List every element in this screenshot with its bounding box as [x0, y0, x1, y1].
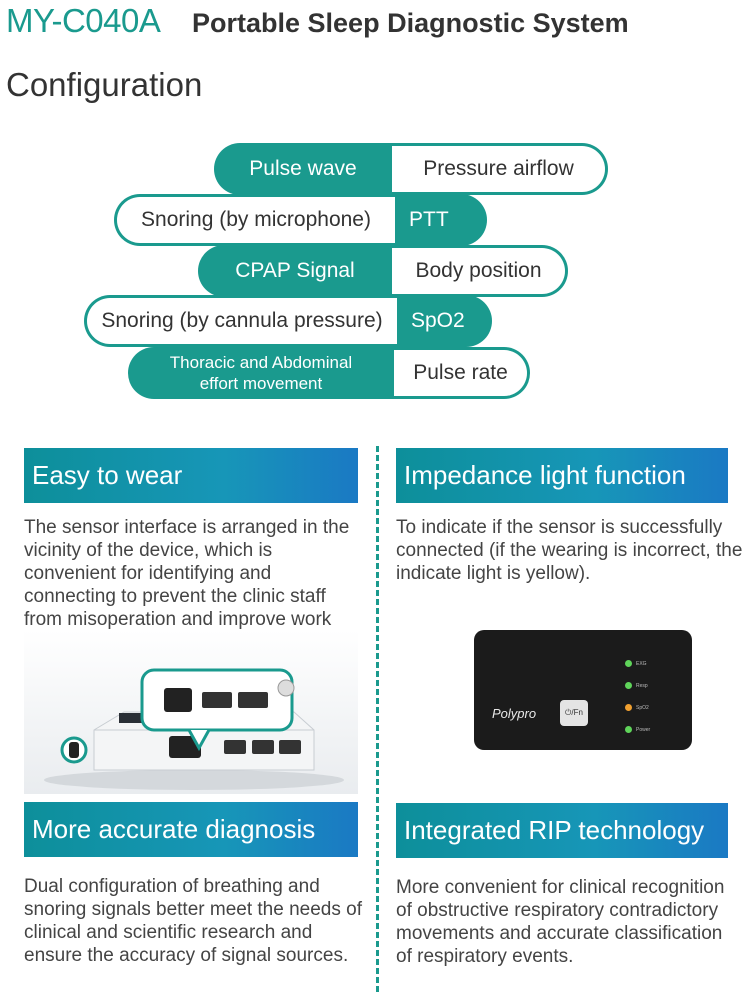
accurate-diagnosis-text: Dual configuration of breathing and snor… — [24, 876, 362, 966]
config-outline-pill: Snoring (by cannula pressure) — [84, 295, 397, 347]
snoring-paren: ) — [363, 208, 371, 231]
spo2-led-label: SpO2 — [636, 705, 649, 711]
power-led-label: Power — [636, 727, 651, 733]
impedance-title: Impedance light function — [404, 460, 686, 490]
column-divider — [376, 446, 379, 992]
config-row-2: Snoring (by microphone) PTT — [114, 194, 487, 246]
pulse-rate-label: Pulse rate — [413, 361, 508, 384]
resp-led-label: Resp — [636, 683, 648, 689]
accurate-diagnosis-title: More accurate diagnosis — [32, 814, 316, 844]
pressure-airflow-label: Pressure airflow — [423, 157, 574, 180]
power-fn-button: ⏻/Fn — [560, 700, 588, 726]
impedance-banner: Impedance light function — [396, 448, 728, 503]
pulse-wave-label: Pulse wave — [249, 157, 357, 180]
config-row-1: Pulse wave Pressure airflow — [214, 143, 608, 195]
snoring-label: Snoring (by microphone) — [141, 208, 371, 232]
panel-brand: Polypro — [492, 706, 537, 721]
config-filled-pill: Thoracic and Abdominal effort movement — [128, 347, 394, 399]
accurate-diagnosis-banner: More accurate diagnosis — [24, 802, 358, 857]
config-outline-pill: Snoring (by microphone) — [114, 194, 395, 246]
device-photo — [24, 630, 358, 794]
status-panel-photo: Polypro ⏻/Fn EXG Resp SpO2 Power — [474, 630, 692, 750]
config-outline-pill: Pulse rate — [394, 347, 530, 399]
snoring-text: Snoring ( — [141, 208, 227, 231]
resp-led — [625, 682, 632, 689]
configuration-title: Configuration — [6, 66, 203, 103]
easy-to-wear-text: The sensor interface is arranged in the … — [24, 517, 350, 653]
rip-technology-text: More convenient for clinical recognition… — [396, 877, 725, 967]
snoring-source: by microphone — [226, 208, 364, 231]
config-filled-pill: SpO2 — [397, 295, 492, 347]
power-led — [625, 726, 632, 733]
model-name: MY-C040A — [6, 2, 161, 39]
config-row-3: CPAP Signal Body position — [198, 245, 568, 297]
spo2-led — [625, 704, 632, 711]
snoring-source: (by cannula pressure) — [179, 309, 383, 332]
thoracic-line-2: effort movement — [199, 374, 323, 393]
thoracic-label: Thoracic and Abdominal effort movement — [170, 352, 352, 394]
config-row-5: Thoracic and Abdominal effort movement P… — [128, 347, 530, 399]
rip-technology-title: Integrated RIP technology — [404, 815, 705, 845]
body-position-label: Body position — [415, 259, 542, 282]
config-outline-pill: Body position — [392, 245, 568, 297]
exg-led-label: EXG — [636, 661, 647, 667]
snoring-text: Snoring — [101, 309, 180, 332]
cpap-signal-label: CPAP Signal — [235, 259, 355, 282]
config-row-4: Snoring (by cannula pressure) SpO2 — [84, 295, 492, 347]
ptt-label: PTT — [409, 208, 449, 231]
exg-led — [625, 660, 632, 667]
easy-to-wear-title: Easy to wear — [32, 460, 183, 490]
easy-to-wear-banner: Easy to wear — [24, 448, 358, 503]
snoring-cannula-label: Snoring (by cannula pressure) — [101, 309, 382, 333]
config-filled-pill: Pulse wave — [214, 143, 392, 195]
config-filled-pill: CPAP Signal — [198, 245, 392, 297]
impedance-text: To indicate if the sensor is successfull… — [396, 517, 743, 584]
product-subtitle: Portable Sleep Diagnostic System — [192, 8, 629, 38]
rip-technology-banner: Integrated RIP technology — [396, 803, 728, 858]
thoracic-line-1: Thoracic and Abdominal — [169, 353, 353, 372]
spo2-label: SpO2 — [411, 309, 465, 332]
config-outline-pill: Pressure airflow — [392, 143, 608, 195]
config-filled-pill: PTT — [395, 194, 487, 246]
